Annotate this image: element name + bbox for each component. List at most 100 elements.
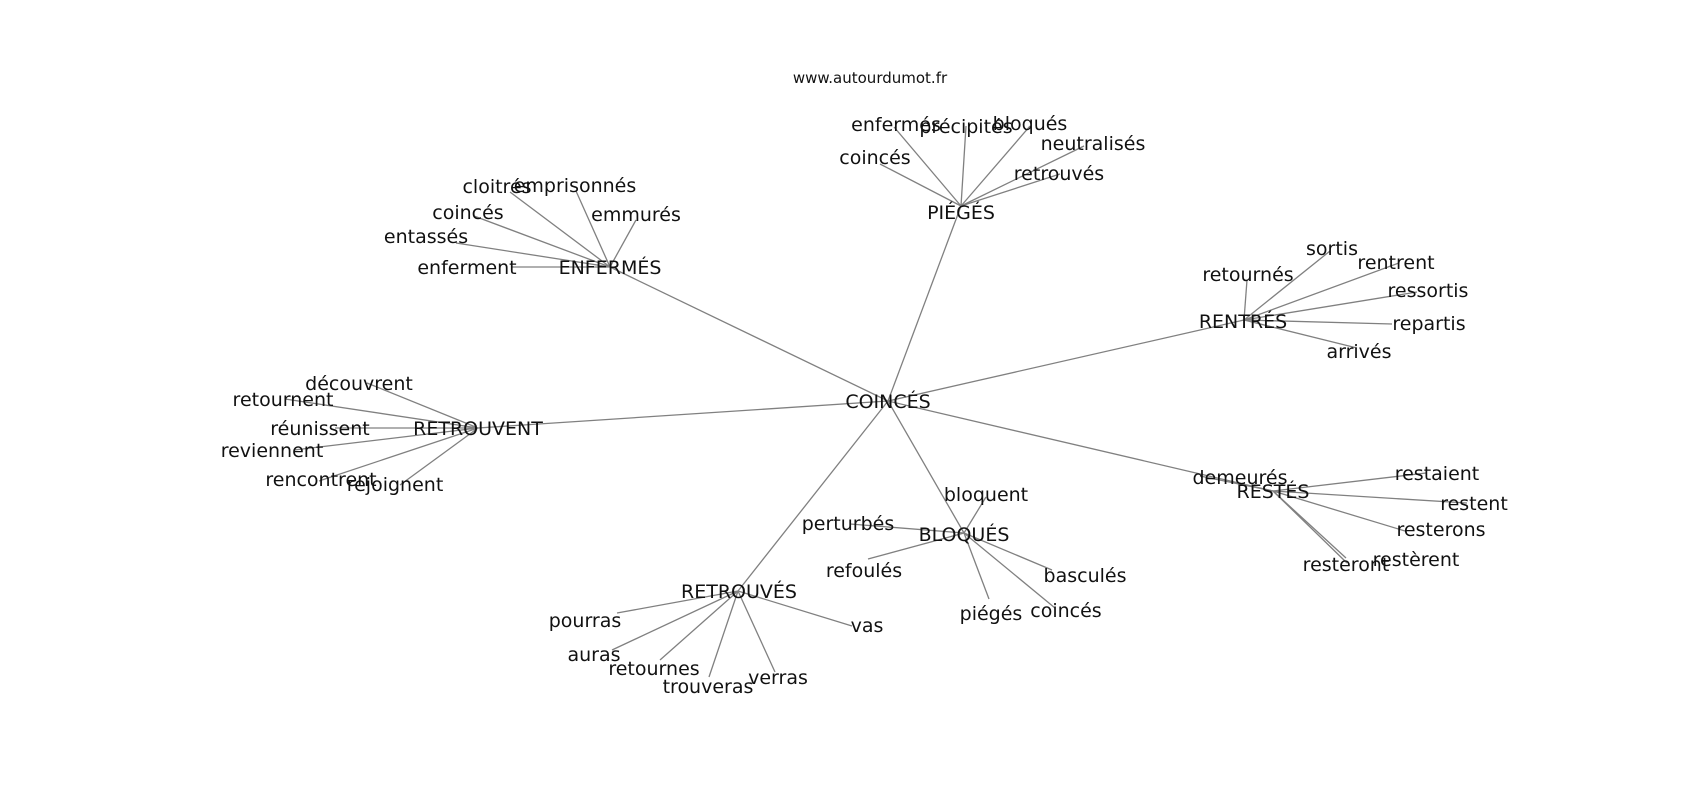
edge-hub-5-word-6 [1272, 490, 1348, 564]
edge-hub-2-word-1 [893, 126, 962, 207]
leaf-word-label: arrivés [1326, 341, 1391, 363]
leaf-word-label: rejoignent [347, 474, 444, 496]
edge-hub-3-word-1 [1243, 250, 1331, 321]
edge-hub-5-word-4 [1272, 490, 1406, 532]
leaf-word-label: découvrent [305, 373, 413, 395]
edge-hub-6-word-6 [963, 532, 1056, 609]
edge-hub-7-word-3 [659, 590, 739, 661]
leaf-word-label: reviennent [221, 440, 324, 462]
leaf-word-label: coincés [432, 202, 503, 224]
leaf-word-label: emmurés [591, 204, 681, 226]
edge-hub-5-word-1 [1199, 475, 1274, 492]
edge-hub-2-word-6 [960, 173, 1061, 207]
edge-hub-3-word-3 [1243, 262, 1400, 321]
leaf-word-label: restèrent [1373, 549, 1460, 571]
leaf-word-label: restent [1440, 493, 1508, 515]
edge-hub-2-word-5 [879, 163, 962, 207]
edge-hub-1-word-4 [473, 215, 611, 268]
edge-hub-6-word-5 [963, 532, 990, 600]
edge-hub-6-word-4 [963, 532, 1053, 571]
edge-hub-7-word-2 [611, 590, 739, 651]
edge-hub-1-word-3 [609, 219, 637, 268]
leaf-word-label: ressortis [1388, 280, 1469, 302]
leaf-word-label: enferment [417, 257, 516, 279]
hub-word-label: RENTRÉS [1199, 310, 1287, 333]
edge-hub-4-word-1 [366, 382, 479, 429]
hub-word-label: RETROUVENT [413, 418, 543, 440]
leaf-word-label: coincés [1030, 600, 1101, 622]
leaf-word-label: bloquent [944, 484, 1028, 506]
hub-word-label: RETROUVÉS [681, 580, 797, 603]
leaf-word-label: réunissent [270, 418, 369, 440]
edge-hub-3-word-6 [1243, 319, 1358, 349]
edge-hub-7-word-6 [737, 590, 853, 627]
edge-center-to-2 [887, 205, 962, 402]
hub-word-label: BLOQUÉS [919, 523, 1010, 546]
leaf-word-label: cloitrés [462, 176, 531, 198]
edge-hub-4-word-5 [318, 427, 479, 482]
edge-layer [284, 125, 1468, 678]
leaf-word-label: basculés [1044, 565, 1127, 587]
leaf-word-label: pourras [549, 610, 622, 632]
edge-hub-5-word-2 [1272, 472, 1427, 492]
leaf-word-label: demeurés [1193, 467, 1288, 489]
edge-hub-4-word-2 [284, 398, 479, 429]
leaf-word-label: retournés [1202, 264, 1293, 286]
edge-hub-1-word-5 [455, 242, 611, 268]
edge-center-to-3 [887, 319, 1245, 402]
edge-hub-3-word-5 [1243, 319, 1393, 325]
hub-word-label: RESTÉS [1237, 480, 1310, 503]
hub-word-label: PIÉGÉS [927, 201, 995, 224]
edge-hub-6-word-1 [963, 496, 987, 534]
edge-hub-2-word-3 [960, 125, 1031, 207]
leaf-word-label: retournes [608, 658, 699, 680]
leaf-word-label: vas [851, 615, 884, 637]
leaf-word-label: trouveras [663, 676, 754, 698]
leaf-word-label: piégés [960, 603, 1023, 625]
leaf-word-label: entassés [384, 226, 468, 248]
leaf-word-label: retrouvés [1014, 163, 1104, 185]
leaf-word-label: resteront [1303, 554, 1390, 576]
edge-hub-1-word-1 [509, 191, 611, 268]
leaf-word-label: sortis [1306, 238, 1358, 260]
leaf-word-label: emprisonnés [514, 175, 637, 197]
edge-hub-7-word-4 [708, 590, 739, 678]
leaf-word-label: verras [748, 667, 808, 689]
leaf-word-label: resterons [1396, 519, 1485, 541]
hub-word-label: ENFERMÉS [559, 256, 662, 279]
edge-hub-3-word-2 [1243, 279, 1248, 321]
watermark-text: www.autourdumot.fr [793, 69, 948, 87]
leaf-word-label: bloqués [993, 113, 1068, 135]
leaf-word-label: précipités [919, 116, 1012, 138]
edge-hub-4-word-6 [399, 427, 479, 486]
leaf-word-label: auras [567, 644, 620, 666]
edge-hub-6-word-3 [867, 532, 965, 560]
leaf-word-label: restaient [1395, 463, 1480, 485]
leaf-word-label: refoulés [826, 560, 902, 582]
edge-hub-7-word-5 [737, 590, 776, 673]
edge-center-to-6 [887, 400, 965, 534]
leaf-word-label: coincés [839, 147, 910, 169]
edge-hub-7-word-1 [616, 590, 739, 614]
leaf-word-label: perturbés [802, 513, 895, 535]
edge-hub-1-word-2 [575, 190, 611, 268]
leaf-word-label: rentrent [1357, 252, 1434, 274]
edge-hub-2-word-2 [960, 125, 967, 207]
edge-hub-4-word-4 [293, 427, 479, 451]
leaf-word-label: enfermés [851, 114, 941, 136]
center-word-label: COINCÉS [845, 390, 930, 413]
edge-center-to-4 [477, 400, 889, 429]
edge-hub-5-word-3 [1272, 490, 1468, 504]
leaf-word-label: rencontrent [265, 469, 376, 491]
leaf-word-label: neutralisés [1041, 133, 1146, 155]
edge-hub-2-word-4 [960, 145, 1085, 207]
leaf-word-label: repartis [1392, 313, 1465, 335]
edge-center-to-5 [887, 400, 1274, 492]
edge-center-to-1 [609, 266, 889, 402]
leaf-word-label: retournent [233, 389, 334, 411]
edge-hub-3-word-4 [1243, 291, 1418, 321]
edge-hub-6-word-2 [849, 523, 965, 534]
edge-center-to-7 [737, 400, 889, 592]
